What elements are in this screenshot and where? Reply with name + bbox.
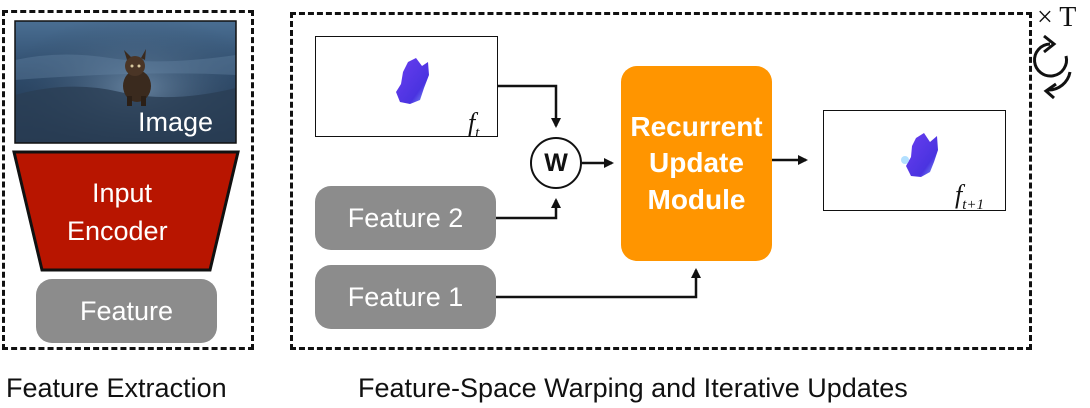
flow-output-base: f: [955, 180, 963, 209]
warp-operator: W: [530, 137, 582, 189]
encoder-label-line1: Input: [92, 178, 153, 208]
encoder-label-line2: Encoder: [67, 216, 168, 246]
repeat-count-label: × T: [1037, 2, 1077, 33]
flow-input-label: ft: [468, 108, 479, 142]
warping-updates-panel: [290, 12, 1032, 350]
feature-label: Feature: [79, 295, 174, 326]
update-line-2: Update: [649, 147, 744, 179]
flow-output-sub: t+1: [962, 197, 985, 214]
image-label: Image: [138, 107, 214, 137]
warping-updates-caption: Feature-Space Warping and Iterative Upda…: [358, 373, 908, 403]
update-line-1: Recurrent: [630, 110, 763, 142]
feature-extraction-caption: Feature Extraction: [6, 373, 227, 403]
feature-2-label: Feature 2: [347, 202, 464, 233]
feature-2-block: Feature 2: [315, 186, 496, 250]
recurrent-update-module: Recurrent Update Module: [621, 66, 772, 261]
update-line-3: Module: [647, 183, 746, 215]
feature-extraction-panel: [2, 10, 254, 350]
flow-output-label: ft+1: [955, 180, 984, 214]
feature-1-block: Feature 1: [315, 265, 496, 329]
warp-label: W: [544, 148, 568, 177]
flow-input-base: f: [468, 108, 476, 137]
feature-1-label: Feature 1: [347, 281, 464, 312]
flow-input-sub: t: [475, 125, 480, 142]
feature-block: Feature: [36, 279, 217, 343]
